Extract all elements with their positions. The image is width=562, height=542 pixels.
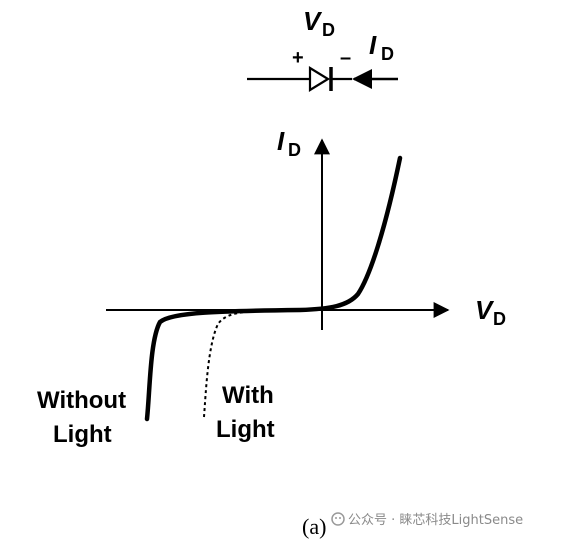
diode-symbol: V D + – I D <box>247 6 398 92</box>
curve-with-light <box>203 310 261 418</box>
vd-subscript: D <box>322 20 335 40</box>
label-without-line1: Without <box>37 387 126 414</box>
watermark: 公众号 · 睐芯科技LightSense <box>331 512 523 528</box>
plus-sign: + <box>292 47 304 69</box>
x-axis-subscript: D <box>493 309 506 329</box>
id-label: I <box>369 30 377 60</box>
curve-without-light <box>144 155 403 422</box>
vd-label: V <box>303 6 323 36</box>
label-with-line1: With <box>222 382 274 409</box>
label-with-line2: Light <box>216 416 275 443</box>
diode-triangle <box>308 66 331 92</box>
minus-sign: – <box>340 47 351 69</box>
label-without-line2: Light <box>53 421 112 448</box>
id-subscript: D <box>381 44 394 64</box>
wechat-icon <box>331 512 345 526</box>
y-axis-label: I <box>277 126 285 156</box>
y-axis-subscript: D <box>288 140 301 160</box>
x-axis-label: V <box>475 295 495 325</box>
axes: I D V D <box>106 126 506 330</box>
curves <box>144 155 403 422</box>
curve-labels: Without Light With Light <box>37 382 275 448</box>
figure-caption: (a) <box>302 514 326 539</box>
watermark-text: 公众号 · 睐芯科技LightSense <box>348 513 523 528</box>
